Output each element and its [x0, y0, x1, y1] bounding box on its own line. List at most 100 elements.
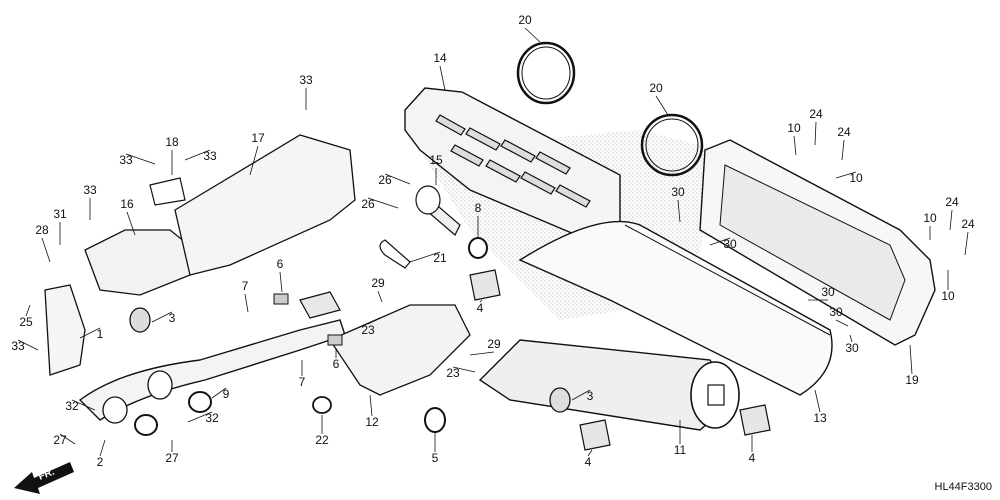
- heat-protector-12: [329, 304, 471, 396]
- part-label-24b[interactable]: 24: [837, 125, 851, 139]
- leader-line-4b: [587, 449, 593, 457]
- part-label-30a[interactable]: 30: [671, 185, 685, 199]
- part-label-27b[interactable]: 27: [165, 451, 179, 465]
- part-label-29a[interactable]: 29: [371, 276, 385, 290]
- part-label-20b[interactable]: 20: [649, 81, 663, 95]
- part-label-10a[interactable]: 10: [787, 121, 801, 135]
- part-label-10d[interactable]: 10: [941, 289, 955, 303]
- part-label-32b[interactable]: 32: [205, 411, 219, 425]
- part-label-33d[interactable]: 33: [83, 183, 97, 197]
- part-label-5[interactable]: 5: [432, 451, 439, 465]
- part-label-27a[interactable]: 27: [53, 433, 67, 447]
- leader-line-25: [25, 304, 31, 317]
- pipe-joint-a: [147, 370, 173, 400]
- leader-line-26b: [367, 197, 399, 209]
- gasket-5: [424, 407, 446, 433]
- leader-line-30a: [677, 199, 681, 223]
- probe-21: [379, 239, 411, 269]
- leader-line-29b: [469, 351, 495, 356]
- muffler-shell-edge: [624, 224, 831, 336]
- bracket-4c: [739, 404, 771, 436]
- leader-line-30b: [709, 237, 731, 246]
- leader-line-4a: [479, 299, 483, 303]
- part-label-7b[interactable]: 7: [299, 375, 306, 389]
- rubber-mount-3b: [549, 387, 571, 413]
- part-label-11[interactable]: 11: [674, 443, 687, 457]
- part-label-32a[interactable]: 32: [65, 399, 79, 413]
- bracket-18: [149, 177, 186, 206]
- part-label-6b[interactable]: 6: [333, 357, 340, 371]
- part-label-23a[interactable]: 23: [361, 323, 375, 337]
- front-arrow: [14, 462, 74, 494]
- part-label-4c[interactable]: 4: [749, 451, 756, 465]
- leader-line-3a: [151, 311, 173, 323]
- part-label-24d[interactable]: 24: [961, 217, 975, 231]
- part-label-30c[interactable]: 30: [821, 285, 835, 299]
- leader-line-16: [126, 211, 136, 236]
- protector-16: [84, 229, 196, 296]
- part-label-33a[interactable]: 33: [299, 73, 313, 87]
- bracket-4a: [469, 269, 501, 301]
- part-label-30b[interactable]: 30: [723, 237, 737, 251]
- part-label-26a[interactable]: 26: [378, 173, 392, 187]
- part-label-16[interactable]: 16: [120, 197, 134, 211]
- leader-line-24c: [949, 209, 953, 231]
- leader-line-33b: [125, 153, 156, 165]
- part-label-33c[interactable]: 33: [203, 149, 217, 163]
- part-label-29b[interactable]: 29: [487, 337, 501, 351]
- part-label-13[interactable]: 13: [813, 411, 827, 425]
- muffler-outlet: [707, 384, 725, 406]
- part-label-10b[interactable]: 10: [849, 171, 863, 185]
- part-label-7a[interactable]: 7: [242, 279, 249, 293]
- part-label-3b[interactable]: 3: [587, 389, 594, 403]
- leader-line-2: [99, 439, 106, 457]
- leader-lines: [17, 27, 969, 457]
- part-label-10c[interactable]: 10: [923, 211, 937, 225]
- leader-line-10b: [835, 171, 857, 179]
- part-label-3a[interactable]: 3: [169, 311, 176, 325]
- part-label-2[interactable]: 2: [97, 455, 104, 469]
- bracket-4b: [579, 419, 611, 451]
- part-label-21[interactable]: 21: [433, 251, 447, 265]
- leader-line-30e: [849, 334, 853, 343]
- leader-line-14: [439, 65, 446, 91]
- part-label-25[interactable]: 25: [19, 315, 33, 329]
- part-label-33b[interactable]: 33: [119, 153, 133, 167]
- part-label-23b[interactable]: 23: [446, 366, 460, 380]
- part-label-8[interactable]: 8: [475, 201, 482, 215]
- part-label-24c[interactable]: 24: [945, 195, 959, 209]
- part-label-14[interactable]: 14: [433, 51, 447, 65]
- part-label-15[interactable]: 15: [429, 153, 443, 167]
- part-label-30d[interactable]: 30: [829, 305, 843, 319]
- part-label-4b[interactable]: 4: [585, 455, 592, 469]
- band-clamp-upper-inner: [521, 46, 571, 100]
- leader-line-24d: [964, 231, 969, 256]
- part-label-20a[interactable]: 20: [518, 13, 532, 27]
- part-label-12[interactable]: 12: [365, 415, 379, 429]
- gasket-9b: [134, 414, 158, 436]
- part-label-4a[interactable]: 4: [477, 301, 484, 315]
- part-label-31[interactable]: 31: [53, 207, 67, 221]
- leader-line-21: [409, 251, 441, 263]
- leader-line-9: [211, 387, 227, 399]
- part-label-6a[interactable]: 6: [277, 257, 284, 271]
- leader-line-24a: [814, 121, 817, 146]
- part-label-9[interactable]: 9: [223, 387, 230, 401]
- part-label-28[interactable]: 28: [35, 223, 49, 237]
- gasket-9: [188, 391, 212, 413]
- part-label-33e[interactable]: 33: [11, 339, 25, 353]
- part-label-17[interactable]: 17: [251, 131, 265, 145]
- diagram-code: HL44F3300: [935, 481, 993, 493]
- part-label-30e[interactable]: 30: [845, 341, 859, 355]
- part-label-22[interactable]: 22: [315, 433, 329, 447]
- band-clamp-lower: [640, 113, 704, 177]
- part-label-1[interactable]: 1: [97, 327, 104, 341]
- part-label-18[interactable]: 18: [165, 135, 179, 149]
- part-label-19[interactable]: 19: [905, 373, 919, 387]
- part-label-24a[interactable]: 24: [809, 107, 823, 121]
- leader-line-33c: [184, 149, 211, 161]
- part-label-26b[interactable]: 26: [361, 197, 375, 211]
- leader-line-1: [79, 327, 101, 339]
- leader-line-13: [814, 389, 821, 413]
